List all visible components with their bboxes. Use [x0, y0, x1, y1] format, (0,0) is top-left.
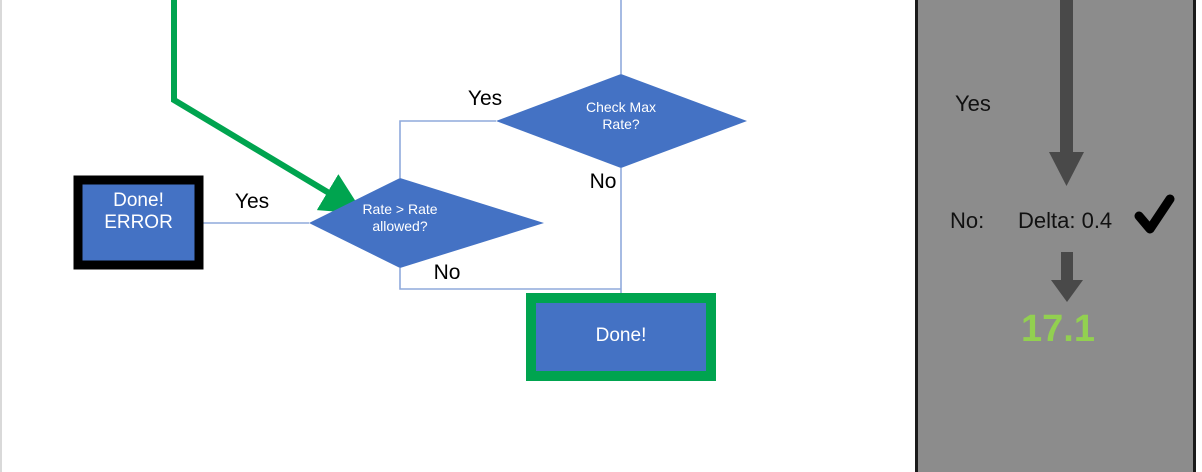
down-arrow-long-icon — [1049, 0, 1084, 186]
panel-delta-label: Delta: 0.4 — [1018, 208, 1113, 233]
node-check-max-rate[interactable] — [496, 74, 747, 168]
panel-arrows — [1049, 0, 1175, 302]
flowchart-diagram — [73, 0, 747, 381]
panel-yes-label: Yes — [955, 91, 991, 116]
node-done-error[interactable] — [73, 175, 204, 270]
panel-result-value: 17.1 — [1021, 308, 1095, 350]
down-arrow-short-icon — [1051, 252, 1083, 302]
connector-no-rate-gt-allowed — [399, 268, 621, 290]
connector-yes-check-max-rate — [399, 120, 496, 178]
highlight-path-green — [171, 0, 364, 214]
status-panel: Yes No: Delta: 0.4 17.1 — [915, 0, 1196, 472]
node-rate-gt-rate-allowed[interactable] — [309, 178, 544, 268]
edge-label-no-rate-gt-allowed: No — [433, 261, 461, 284]
panel-no-label: No: — [950, 208, 985, 233]
edge-label-no-check-max-rate: No — [589, 170, 617, 193]
check-mark-icon — [1134, 194, 1175, 234]
node-done[interactable] — [526, 293, 716, 381]
edge-label-yes-rate-gt-allowed: Yes — [234, 190, 270, 213]
edge-label-yes-check-max-rate: Yes — [467, 87, 503, 110]
slide-left-rule — [0, 0, 2, 472]
